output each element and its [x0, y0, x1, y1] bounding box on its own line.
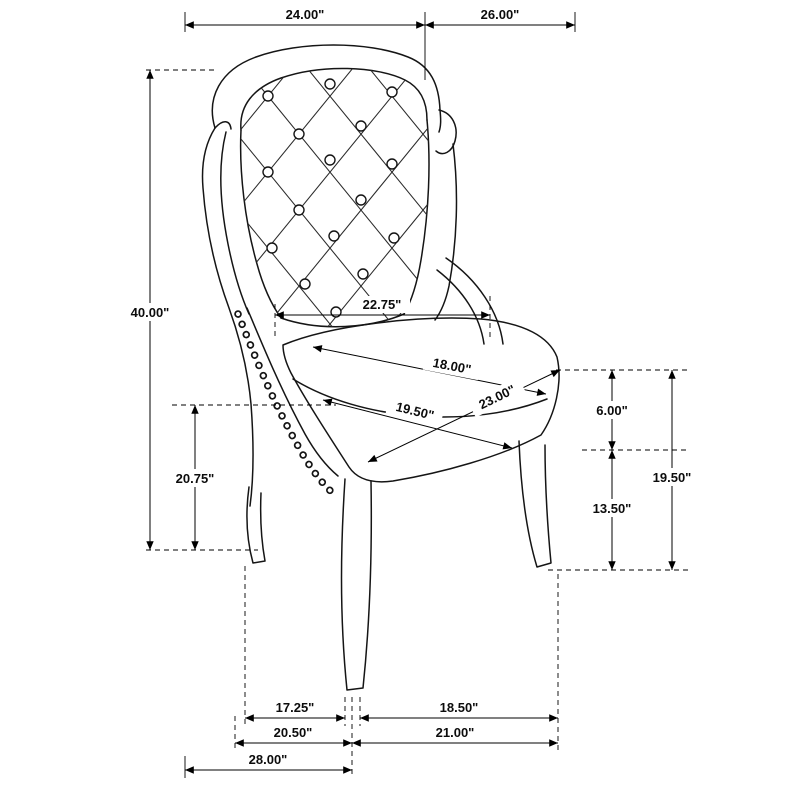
dim-label-overall-height: 40.00"	[131, 305, 170, 320]
dim-label-seat-diagonal: 23.00"	[476, 382, 517, 412]
dim-label-arm-height: 20.75"	[176, 471, 215, 486]
dim-front-leg-spacing: 18.50"	[359, 700, 559, 722]
dim-back-width: 22.75"	[274, 296, 491, 319]
dim-label-base-depth: 20.50"	[274, 725, 313, 740]
dim-label-base-width: 21.00"	[436, 725, 475, 740]
dim-seat-diagonal: 23.00"	[367, 369, 561, 463]
dim-seat-height: 19.50"	[645, 369, 699, 571]
extension-lines	[146, 12, 690, 778]
chair-drawing	[201, 44, 560, 691]
dim-label-seat-height: 19.50"	[653, 470, 692, 485]
dim-label-top-side-depth: 26.00"	[481, 7, 520, 22]
dim-label-left-leg-spacing: 17.25"	[276, 700, 315, 715]
dim-label-front-leg-spacing: 18.50"	[440, 700, 479, 715]
dim-top-side-depth: 26.00"	[424, 7, 576, 29]
dim-base-width: 21.00"	[351, 725, 559, 747]
dim-label-back-width: 22.75"	[363, 297, 402, 312]
dim-base-depth: 20.50"	[234, 725, 353, 747]
back-left-leg	[246, 486, 266, 564]
dim-label-front-leg-height: 13.50"	[593, 501, 632, 516]
dim-cushion-thickness: 6.00"	[589, 369, 635, 451]
dim-left-leg-spacing: 17.25"	[244, 700, 346, 722]
dim-label-overall-depth: 28.00"	[249, 752, 288, 767]
tufting-lattice	[240, 68, 429, 327]
dim-front-leg-height: 13.50"	[585, 449, 639, 571]
front-left-leg	[340, 478, 373, 691]
front-right-leg	[518, 440, 552, 568]
dim-overall-depth: 28.00"	[184, 752, 353, 774]
tufting-buttons	[262, 78, 400, 318]
dim-label-cushion-thickness: 6.00"	[596, 403, 627, 418]
dim-label-top-back-width: 24.00"	[286, 7, 325, 22]
nailhead-trim-centers	[236, 312, 338, 498]
dim-arm-height: 20.75"	[168, 404, 223, 551]
dim-seat-depth: 19.50"	[322, 395, 513, 450]
dim-top-back-width: 24.00"	[184, 7, 426, 29]
dim-overall-height: 40.00"	[123, 69, 178, 551]
